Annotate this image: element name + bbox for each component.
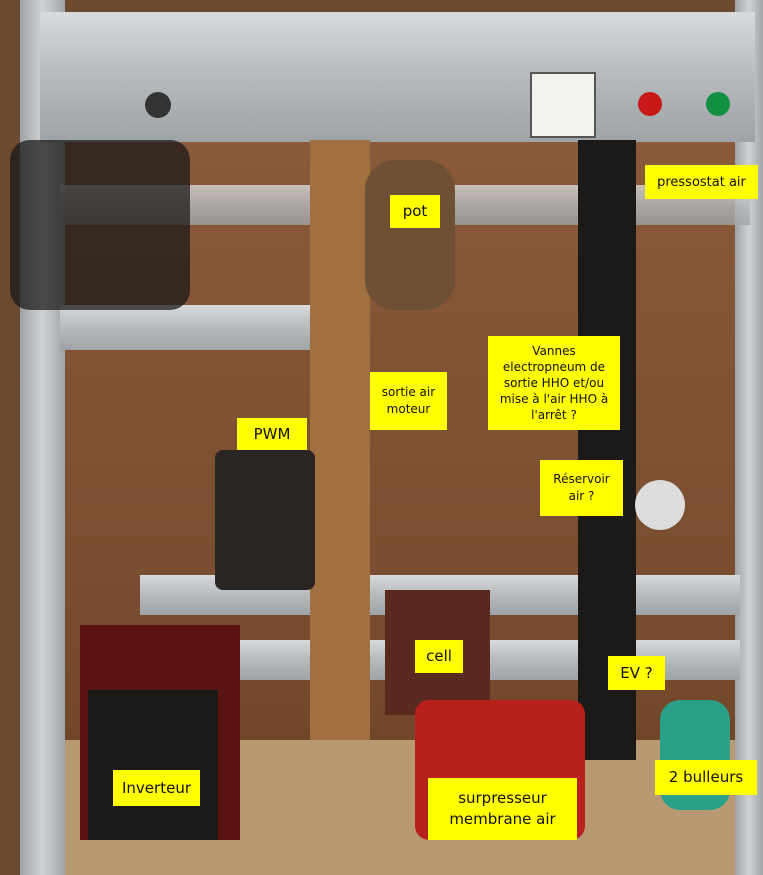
- plywood-strip: [310, 140, 370, 740]
- label-pot: pot: [390, 195, 440, 228]
- label-ev: EV ?: [608, 656, 665, 690]
- label-cell: cell: [415, 640, 463, 673]
- red-lamp: [638, 92, 662, 116]
- rail: [60, 305, 320, 350]
- right-upright: [735, 0, 763, 875]
- green-lamp: [706, 92, 730, 116]
- inverter-front: [88, 690, 218, 840]
- reservoir-cap: [635, 480, 685, 530]
- label-inverteur: Inverteur: [113, 770, 200, 806]
- pot-tank: [365, 160, 455, 310]
- label-pressostat-air: pressostat air: [645, 165, 758, 199]
- wiring-bundle: [10, 140, 190, 310]
- knob: [145, 92, 171, 118]
- label-reservoir-air: Réservoir air ?: [540, 460, 623, 516]
- label-pwm: PWM: [237, 418, 307, 450]
- top-panel: [40, 12, 755, 142]
- label-vannes-electropneum: Vannes electropneum de sortie HHO et/ou …: [488, 336, 620, 430]
- label-2-bulleurs: 2 bulleurs: [655, 760, 757, 795]
- fan: [215, 450, 315, 590]
- label-surpresseur-membrane-air: surpresseur membrane air: [428, 778, 577, 840]
- label-sortie-air-moteur: sortie air moteur: [370, 372, 447, 430]
- gauge: [530, 72, 596, 138]
